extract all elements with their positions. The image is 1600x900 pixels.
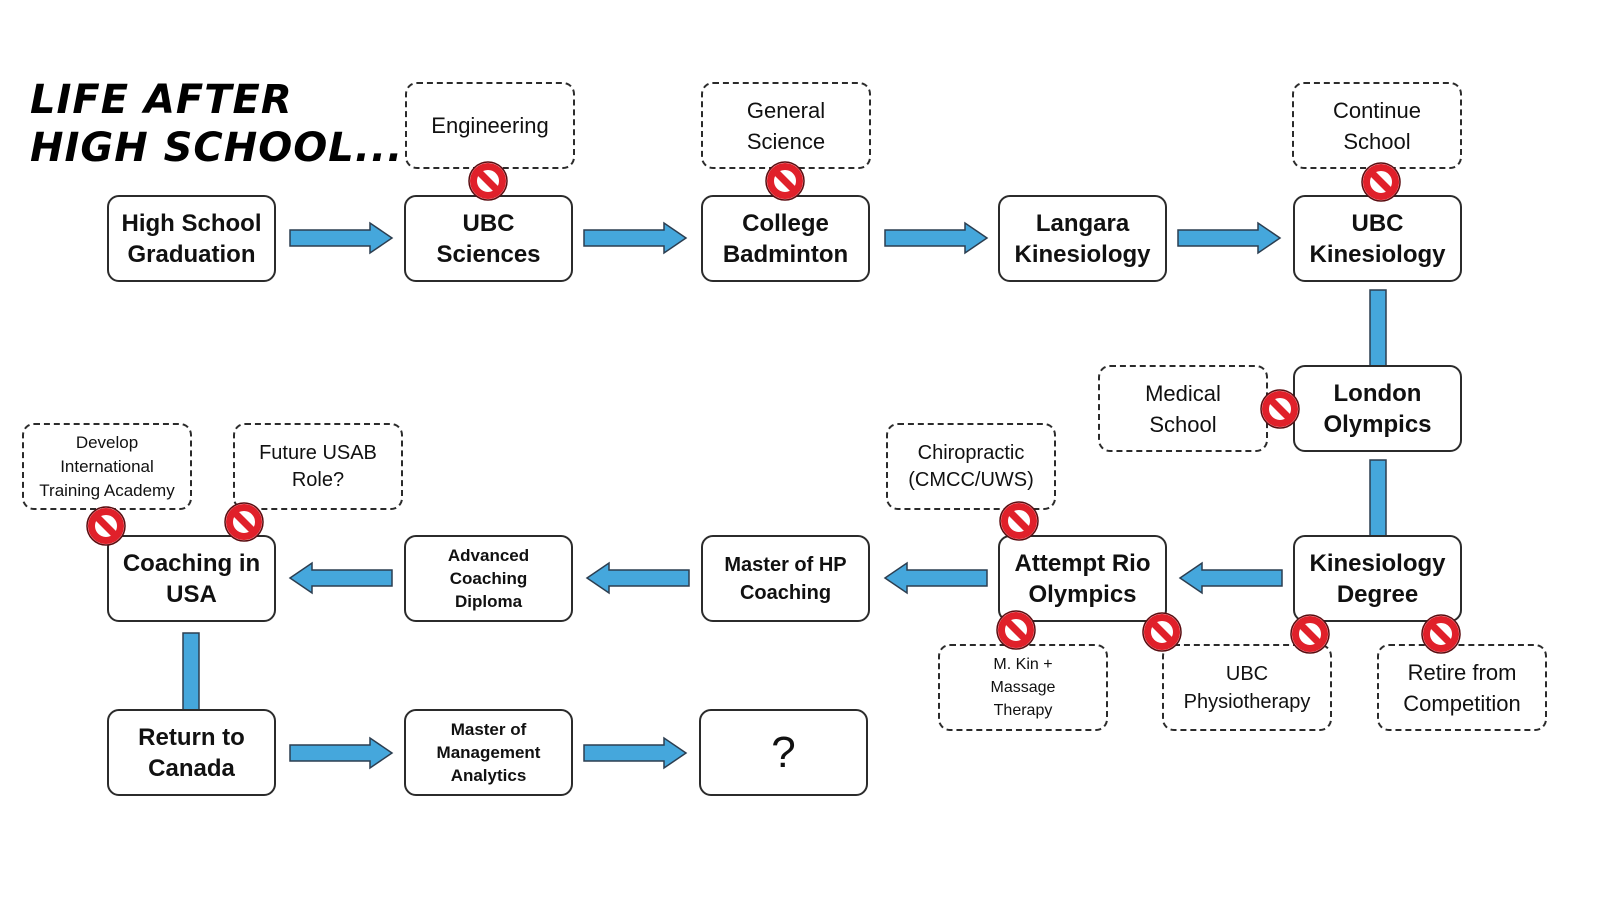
node-label: UBC Sciences xyxy=(436,209,541,268)
node-master-hp-coaching: Master of HP Coaching xyxy=(701,535,870,622)
alt-develop-international-academy: Develop International Training Academy xyxy=(22,423,192,510)
no-entry-sign-icon xyxy=(1143,613,1181,651)
alt-mkin-massage-therapy: M. Kin + Massage Therapy xyxy=(938,644,1108,731)
alt-future-usab-role: Future USAB Role? xyxy=(233,423,403,510)
node-label: Advanced Coaching Diploma xyxy=(447,546,530,611)
node-advanced-coaching-diploma: Advanced Coaching Diploma xyxy=(404,535,573,622)
node-high-school-graduation: High School Graduation xyxy=(107,195,276,282)
node-london-olympics: London Olympics xyxy=(1293,365,1462,452)
node-college-badminton: College Badminton xyxy=(701,195,870,282)
node-label: ? xyxy=(771,728,796,777)
node-langara-kinesiology: Langara Kinesiology xyxy=(998,195,1167,282)
node-ubc-sciences: UBC Sciences xyxy=(404,195,573,282)
no-entry-sign-icon xyxy=(87,507,125,545)
node-label: Attempt Rio Olympics xyxy=(1014,549,1151,608)
node-coaching-in-usa: Coaching in USA xyxy=(107,535,276,622)
no-entry-sign-icon xyxy=(1000,502,1038,540)
alt-label: Retire from Competition xyxy=(1403,659,1521,716)
diagram-title: LIFE AFTER HIGH SCHOOL... xyxy=(30,76,403,172)
node-label: Master of HP Coaching xyxy=(724,553,847,604)
no-entry-sign-icon xyxy=(997,611,1035,649)
node-label: Coaching in USA xyxy=(122,549,261,608)
title-line-2: HIGH SCHOOL... xyxy=(30,125,404,171)
alt-label: General Science xyxy=(746,97,826,154)
alt-label: Continue School xyxy=(1332,97,1422,154)
alt-engineering: Engineering xyxy=(405,82,575,169)
no-entry-sign-icon xyxy=(1291,615,1329,653)
alt-medical-school: Medical School xyxy=(1098,365,1268,452)
no-entry-sign-icon xyxy=(766,162,804,200)
alt-label: Chiropractic (CMCC/UWS) xyxy=(908,441,1034,491)
alt-continue-school: Continue School xyxy=(1292,82,1462,169)
node-label: Langara Kinesiology xyxy=(1014,209,1151,268)
no-entry-sign-icon xyxy=(1261,390,1299,428)
node-unknown-next: ? xyxy=(699,709,868,796)
no-entry-sign-icon xyxy=(1362,163,1400,201)
node-attempt-rio-olympics: Attempt Rio Olympics xyxy=(998,535,1167,622)
node-label: UBC Kinesiology xyxy=(1309,209,1446,268)
node-label: Return to Canada xyxy=(138,723,245,782)
alt-retire-from-competition: Retire from Competition xyxy=(1377,644,1547,731)
node-label: Master of Management Analytics xyxy=(436,720,541,785)
node-label: Kinesiology Degree xyxy=(1309,549,1446,608)
alt-label: Future USAB Role? xyxy=(259,441,377,491)
node-master-management-analytics: Master of Management Analytics xyxy=(404,709,573,796)
title-line-1: LIFE AFTER xyxy=(30,77,293,123)
alt-label: Develop International Training Academy xyxy=(39,432,175,500)
no-entry-sign-icon xyxy=(469,162,507,200)
node-label: London Olympics xyxy=(1323,379,1432,438)
alt-chiropractic: Chiropractic (CMCC/UWS) xyxy=(886,423,1056,510)
node-ubc-kinesiology: UBC Kinesiology xyxy=(1293,195,1462,282)
no-entry-sign-icon xyxy=(225,503,263,541)
alt-label: M. Kin + Massage Therapy xyxy=(990,656,1056,719)
alt-label: Engineering xyxy=(431,113,549,138)
alt-label: UBC Physiotherapy xyxy=(1183,662,1311,713)
alt-ubc-physiotherapy: UBC Physiotherapy xyxy=(1162,644,1332,731)
node-kinesiology-degree: Kinesiology Degree xyxy=(1293,535,1462,622)
node-return-to-canada: Return to Canada xyxy=(107,709,276,796)
alt-label: Medical School xyxy=(1145,380,1221,437)
node-label: College Badminton xyxy=(722,209,849,268)
node-label: High School Graduation xyxy=(121,209,262,268)
no-entry-sign-icon xyxy=(1422,615,1460,653)
